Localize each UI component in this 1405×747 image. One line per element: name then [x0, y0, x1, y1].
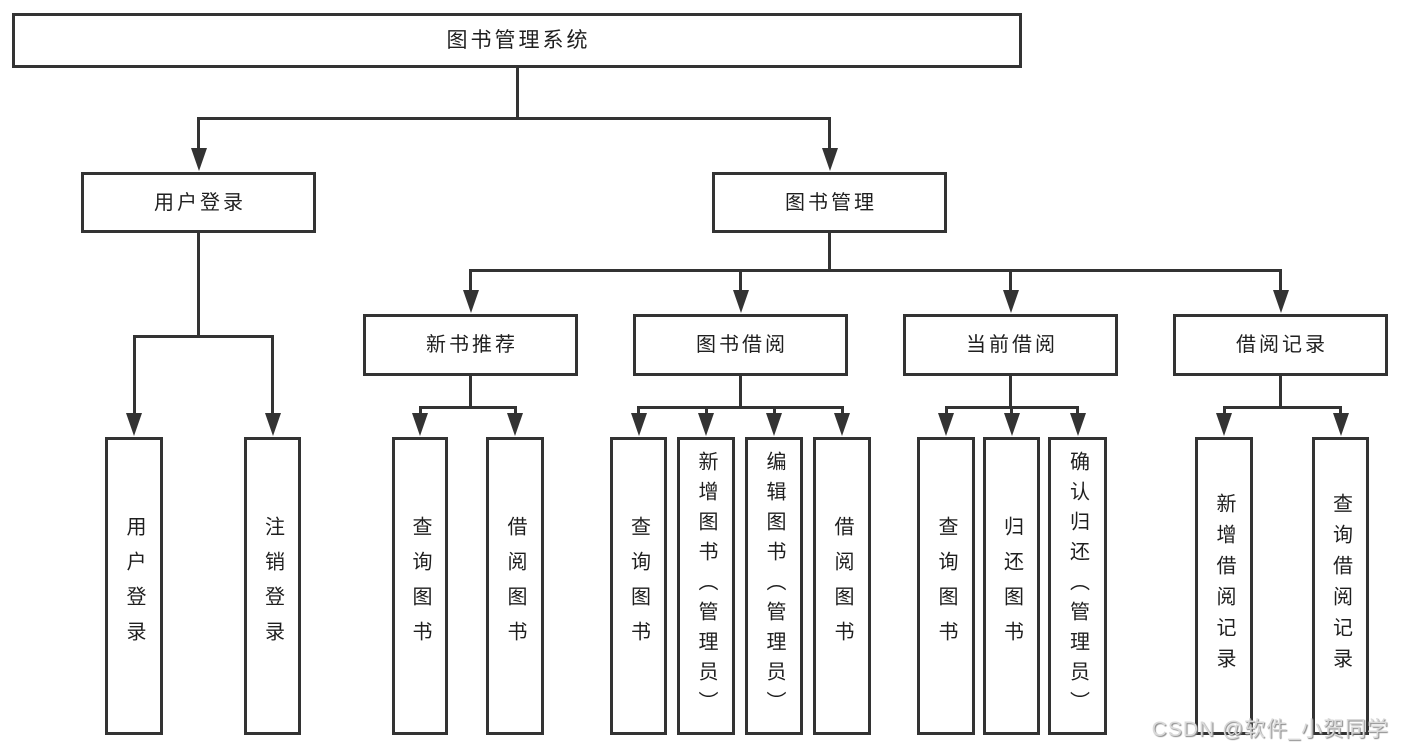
node-label: 查询图书 [409, 516, 431, 656]
connector-line [828, 118, 831, 152]
connector-line [1339, 407, 1342, 417]
arrowhead-down-icon [698, 413, 714, 436]
node-label: 编辑图书（管理员） [763, 451, 785, 721]
connector-line [469, 376, 472, 407]
node-label: 借阅图书 [831, 516, 853, 656]
node-v-confirm-return: 确认归还（管理员） [1048, 437, 1107, 735]
node-label: 借阅图书 [504, 516, 526, 656]
arrowhead-down-icon [630, 413, 647, 436]
connector-line [739, 270, 742, 294]
connector-line [840, 407, 844, 417]
node-book-mgmt: 图书管理 [712, 172, 947, 233]
arrowhead-down-icon [821, 148, 838, 171]
node-v-edit-book: 编辑图书（管理员） [745, 437, 803, 735]
node-label: 新增图书（管理员） [695, 451, 717, 721]
connector-line [1009, 270, 1012, 294]
node-v-user-login: 用户登录 [105, 437, 163, 735]
node-borrow-records: 借阅记录 [1173, 314, 1388, 376]
arrowhead-down-icon [1002, 290, 1019, 313]
node-label: 新书推荐 [426, 334, 518, 356]
connector-line [197, 118, 200, 152]
node-new-book-recommend: 新书推荐 [363, 314, 578, 376]
arrowhead-down-icon [834, 413, 850, 436]
arrowhead-down-icon [938, 413, 954, 436]
connector-line [637, 407, 640, 417]
connector-line [739, 376, 742, 407]
node-label: 借阅记录 [1236, 334, 1328, 356]
node-v-borrow-book-2: 借阅图书 [813, 437, 871, 735]
arrowhead-down-icon [264, 413, 281, 436]
node-label: 用户登录 [154, 191, 246, 214]
watermark: CSDN @软件_小贺同学 [1151, 718, 1389, 741]
arrowhead-down-icon [1272, 290, 1289, 313]
connector-line [515, 68, 519, 118]
connector-line [1279, 376, 1282, 407]
node-label: 图书管理 [785, 191, 877, 214]
node-label: 查询借阅记录 [1329, 493, 1352, 679]
connector-line [197, 116, 831, 120]
connector-line [418, 407, 422, 417]
connector-line [513, 407, 517, 417]
node-v-query-book-3: 查询图书 [917, 437, 975, 735]
arrowhead-down-icon [766, 413, 782, 436]
node-v-add-book: 新增图书（管理员） [677, 437, 735, 735]
connector-line [1222, 405, 1342, 409]
node-label: 图书管理系统 [446, 29, 591, 52]
arrowhead-down-icon [126, 413, 142, 436]
connector-line [1076, 407, 1079, 417]
node-label: 新增借阅记录 [1213, 493, 1235, 679]
node-label: 当前借阅 [966, 334, 1058, 356]
connector-line [1222, 407, 1226, 417]
arrowhead-down-icon [1069, 413, 1086, 436]
node-root: 图书管理系统 [12, 13, 1022, 68]
connector-line [637, 405, 844, 409]
node-v-logout: 注销登录 [244, 437, 301, 735]
arrowhead-down-icon [1003, 413, 1020, 436]
arrowhead-down-icon [1216, 413, 1232, 436]
node-v-return-book: 归还图书 [983, 437, 1040, 735]
node-current-borrow: 当前借阅 [903, 314, 1118, 376]
connector-line [1009, 376, 1012, 407]
connector-line [197, 233, 200, 336]
arrowhead-down-icon [732, 290, 749, 313]
arrowhead-down-icon [1332, 413, 1349, 436]
node-v-add-record: 新增借阅记录 [1195, 437, 1253, 735]
arrowhead-down-icon [462, 290, 479, 313]
node-label: 查询图书 [935, 516, 957, 656]
connector-line [1279, 270, 1282, 294]
node-book-borrow: 图书借阅 [633, 314, 848, 376]
node-v-query-book-1: 查询图书 [392, 437, 448, 735]
node-v-query-record: 查询借阅记录 [1312, 437, 1369, 735]
connector-line [132, 336, 136, 417]
node-v-borrow-book-1: 借阅图书 [486, 437, 544, 735]
node-label: 确认归还（管理员） [1066, 451, 1089, 721]
connector-line [469, 268, 1282, 272]
connector-line [944, 407, 948, 417]
connector-line [469, 270, 472, 294]
node-user-login: 用户登录 [81, 172, 316, 233]
connector-line [271, 336, 274, 417]
connector-line [828, 233, 831, 270]
arrowhead-down-icon [190, 148, 207, 171]
connector-line [418, 405, 517, 409]
connector-line [704, 407, 708, 417]
node-label: 查询图书 [627, 516, 650, 656]
connector-line [132, 334, 274, 338]
connector-line [772, 407, 776, 417]
node-label: 注销登录 [261, 516, 284, 656]
connector-line [1010, 407, 1013, 417]
node-label: 图书借阅 [696, 334, 788, 356]
arrowhead-down-icon [507, 413, 523, 436]
arrowhead-down-icon [412, 413, 428, 436]
node-label: 归还图书 [1000, 516, 1023, 656]
node-label: 用户登录 [123, 516, 145, 656]
node-v-query-book-2: 查询图书 [610, 437, 667, 735]
